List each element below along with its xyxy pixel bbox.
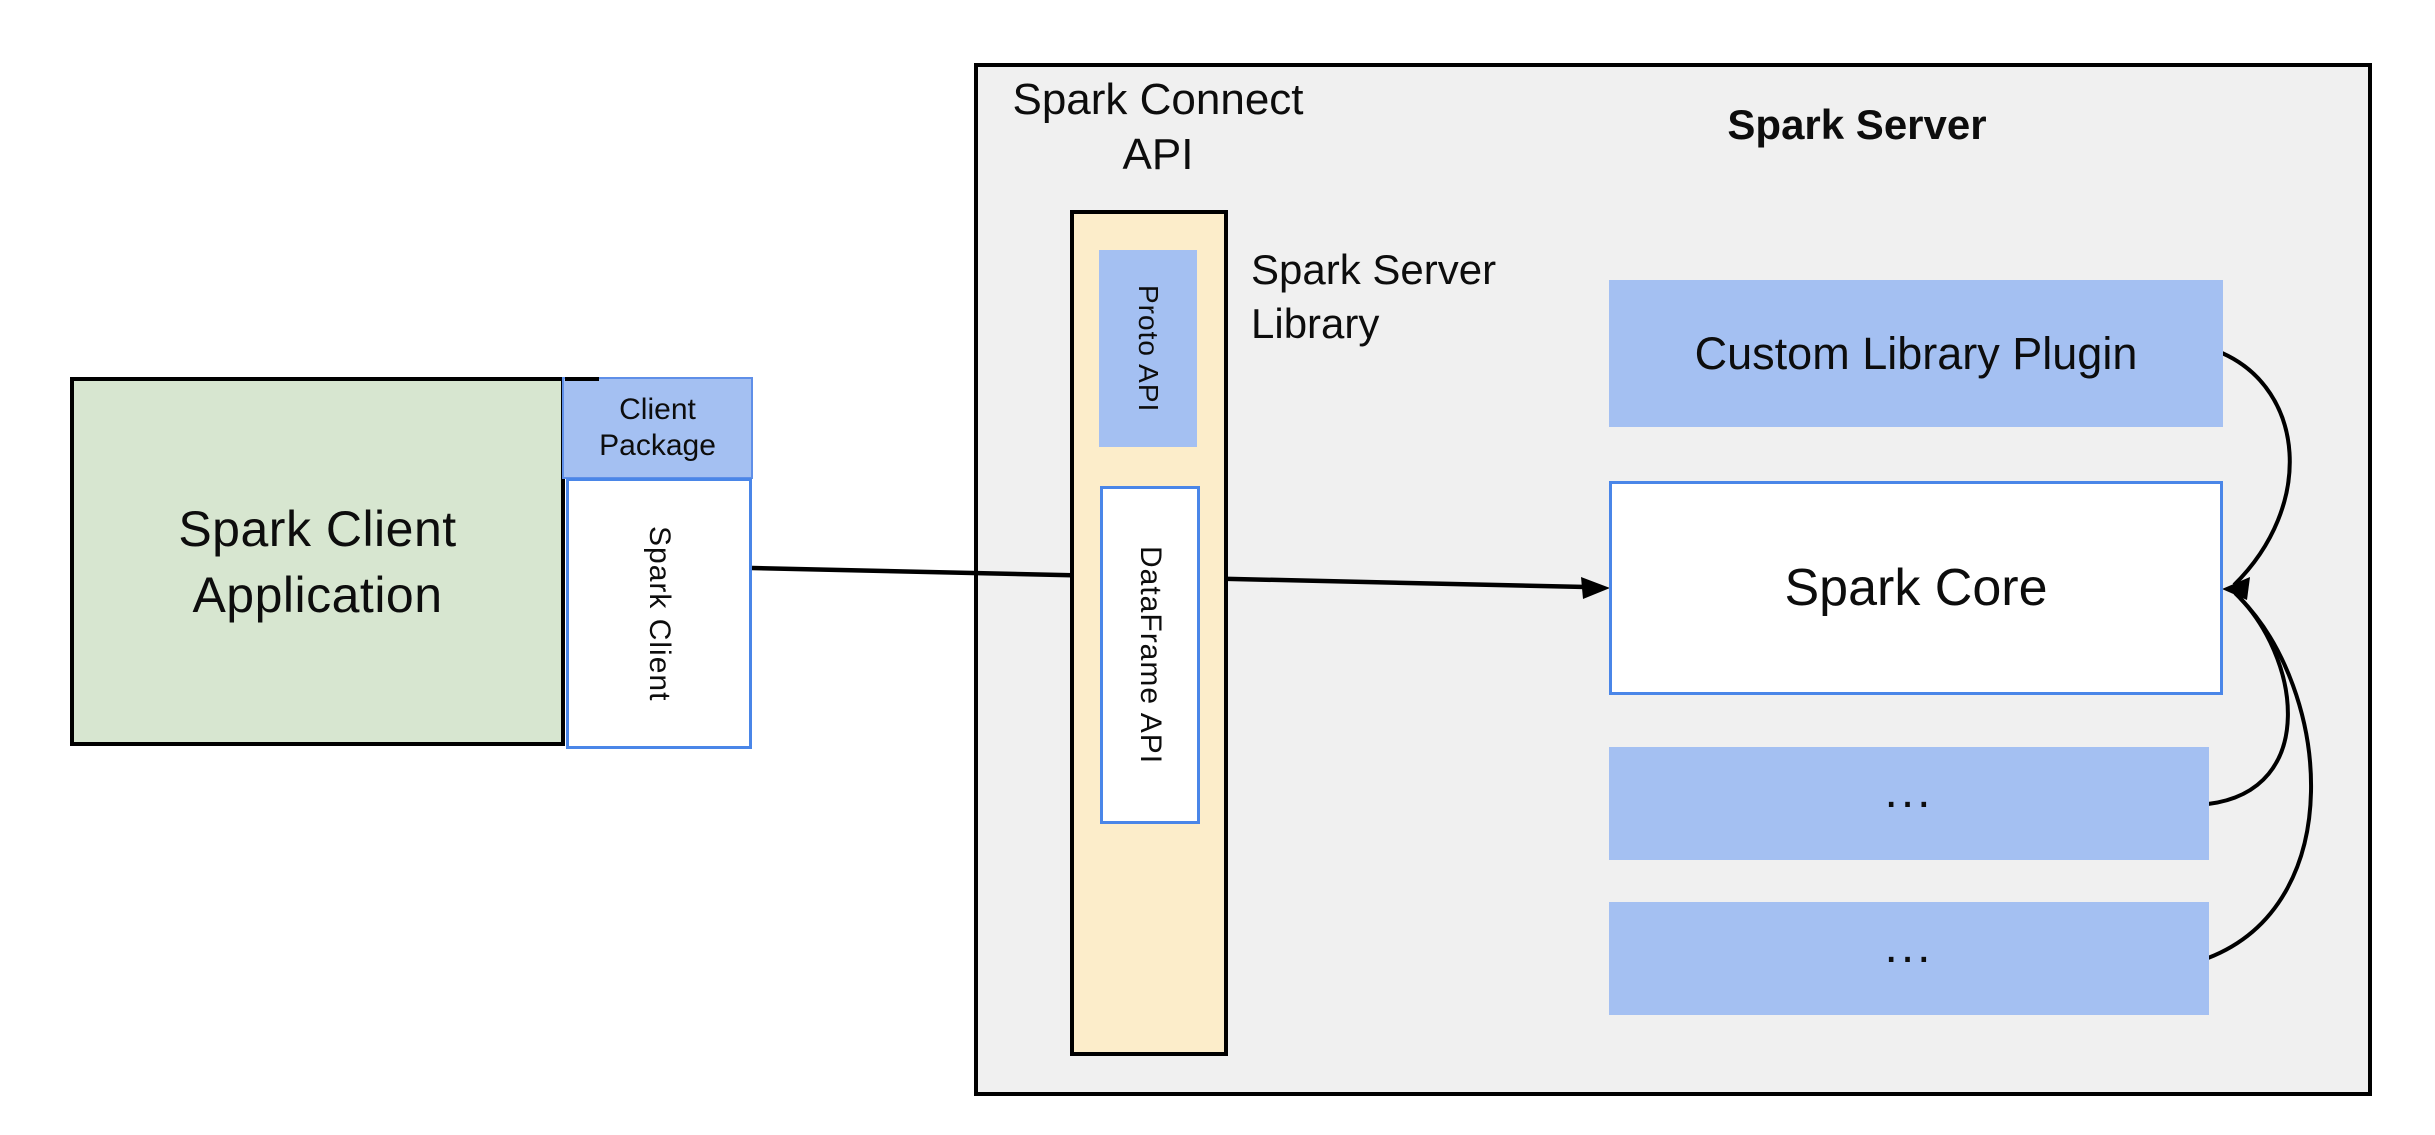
- more-plugins-box-2: ...: [1609, 902, 2209, 1015]
- more-plugins-label-1: ...: [1884, 765, 1934, 818]
- dataframe-api-label: DataFrame API: [1134, 545, 1167, 765]
- spark-client-box: Spark Client: [566, 478, 752, 749]
- custom-library-plugin-label: Custom Library Plugin: [1694, 327, 2138, 379]
- dataframe-api-box: DataFrame API: [1100, 486, 1200, 824]
- more-plugins-box-1: ...: [1609, 747, 2209, 860]
- client-package-label: Client Package: [599, 393, 716, 462]
- spark-server-library-label: Spark Server Library: [1251, 246, 1497, 347]
- spark-core-box: Spark Core: [1609, 481, 2223, 695]
- spark-core-label: Spark Core: [1784, 559, 2048, 617]
- custom-library-plugin-box: Custom Library Plugin: [1609, 280, 2223, 427]
- spark-server-title: Spark Server: [1727, 101, 1987, 148]
- proto-api-box: Proto API: [1099, 250, 1197, 447]
- spark-client-application-label: Spark Client Application: [178, 500, 457, 623]
- spark-client-application-box: Spark Client Application: [70, 377, 565, 746]
- client-package-box: Client Package: [562, 377, 753, 479]
- more-plugins-label-2: ...: [1884, 920, 1934, 973]
- spark-connect-api-label: Spark Connect API: [1012, 75, 1304, 179]
- client-app-top-border-extension: [565, 377, 599, 381]
- proto-api-label: Proto API: [1133, 284, 1164, 413]
- spark-client-label: Spark Client: [643, 525, 676, 702]
